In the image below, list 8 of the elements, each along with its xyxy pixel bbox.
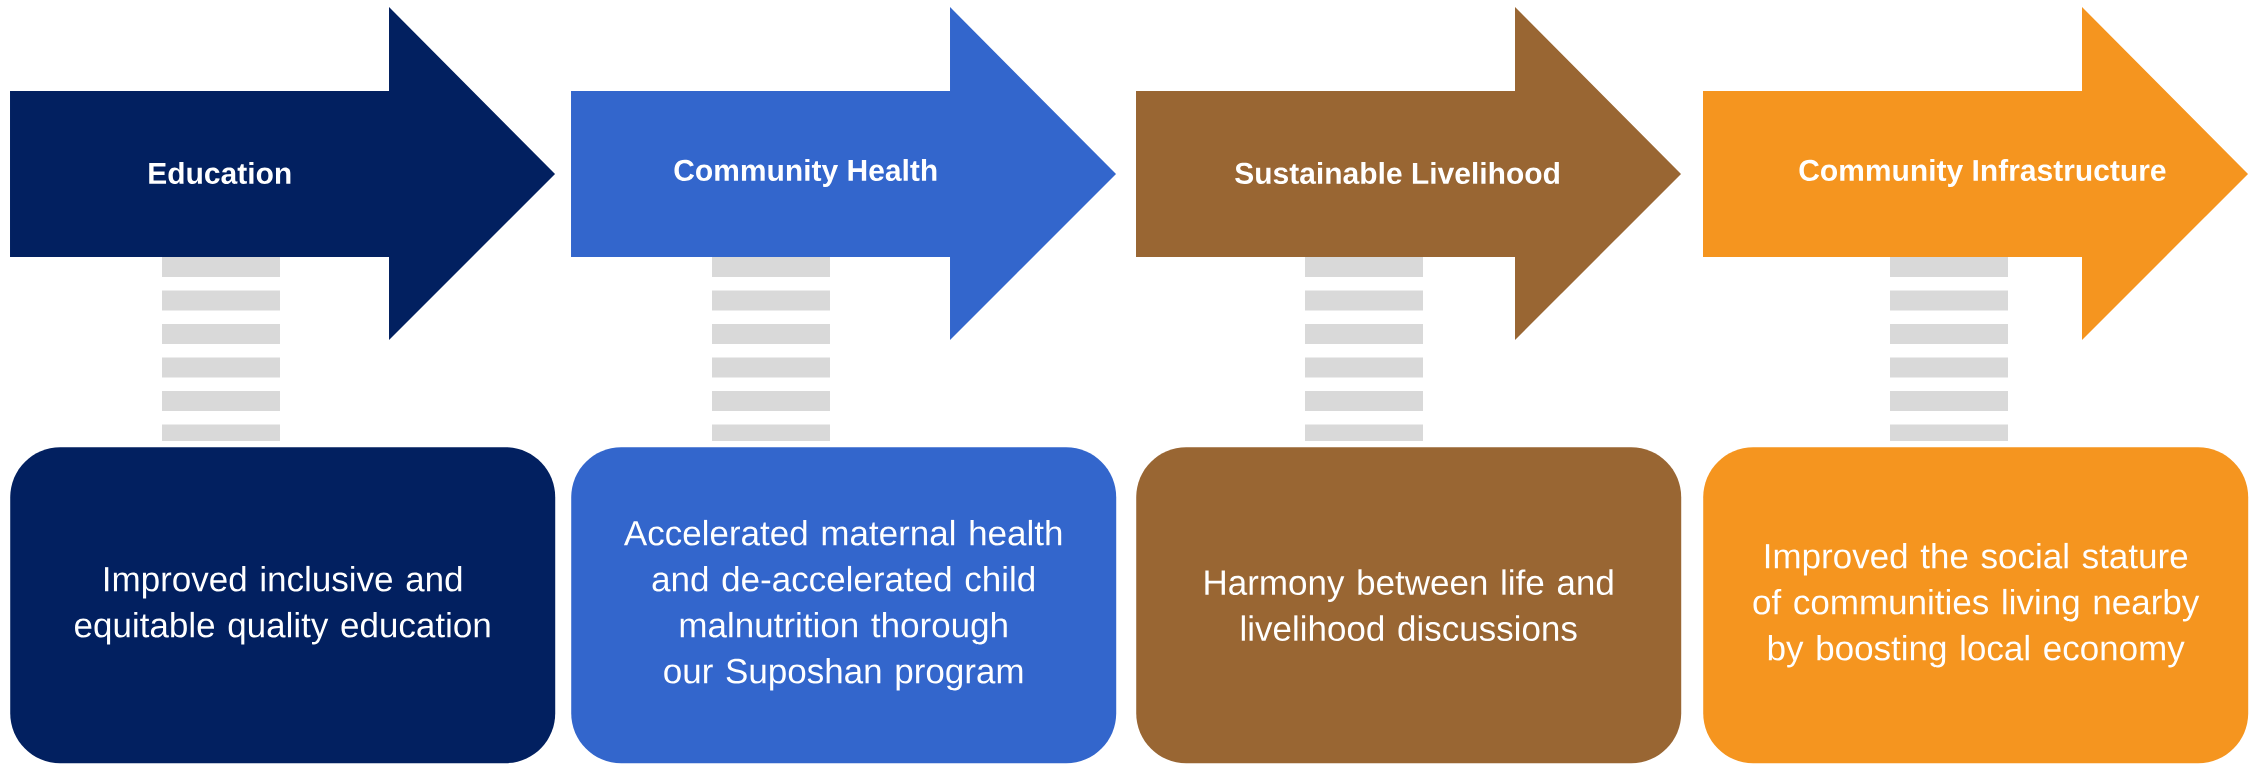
ladder-connector [1890,257,2008,441]
ladder-connector [162,257,280,441]
ladder-connector [1305,257,1423,441]
rounded-box: Accelerated maternal health and de-accelerated child malnutrition thorough our Suposhan program [571,447,1117,764]
rounded-box: Harmony between life and livelihood discussions [1136,447,1682,764]
ladder-connector [712,257,830,441]
rounded-box: Improved the social stature of communities living nearby by boosting local economy [1703,447,2249,764]
rounded-box: Improved inclusive and equitable quality education [10,447,556,764]
